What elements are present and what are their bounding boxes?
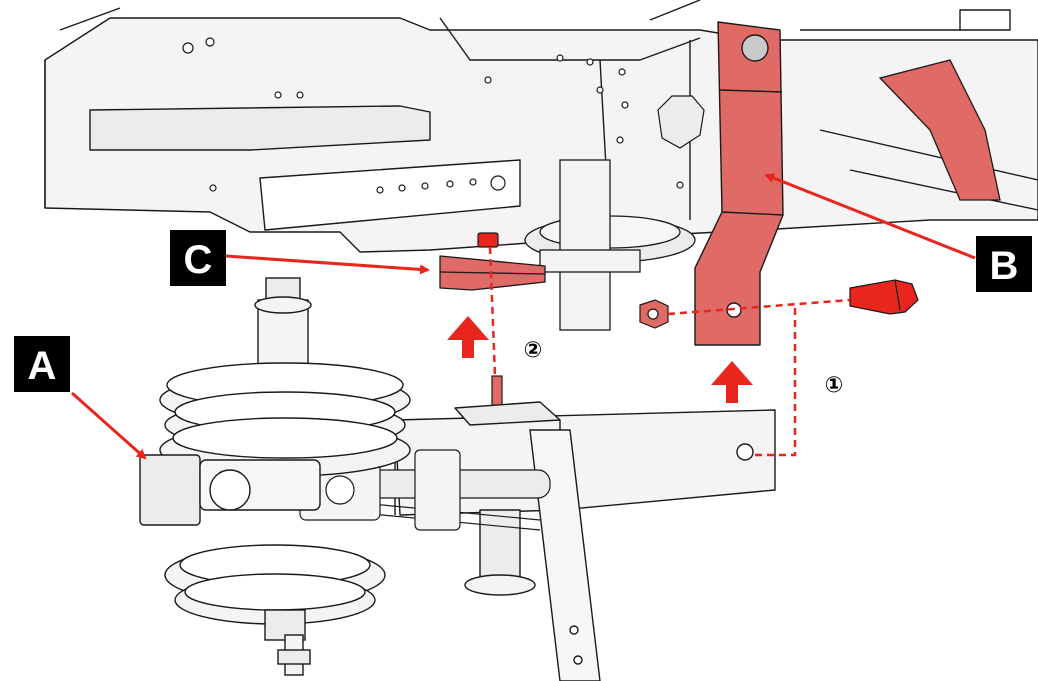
guide-lines [488,246,851,457]
callout-b: B [976,236,1032,292]
up-arrow-2 [447,316,489,358]
frame-holes [182,37,705,194]
upper-pulley [524,159,696,331]
callout-b-label: B [990,244,1019,288]
idler-arm [394,401,776,681]
pulley-a [139,277,411,676]
bracket-b [694,21,784,346]
plate-c [439,255,546,291]
callout-a-label: A [28,344,57,388]
callout-a: A [14,336,70,392]
leader-a [71,391,147,460]
leader-b [764,173,976,260]
guide-line-1a [667,298,851,316]
leader-c [225,254,430,275]
bolt-1 [639,279,919,329]
step-2-label: ② [524,338,543,363]
callout-c-label: C [184,238,213,282]
callout-leaders [71,173,976,460]
guide-line-2 [488,246,497,377]
callout-c: C [170,230,226,286]
guide-line-1b [752,308,797,457]
up-arrow-1 [711,361,753,403]
mower-frame [44,0,1038,253]
up-arrows [447,316,753,403]
frame-red-part [878,59,1001,201]
step-1-label: ① [825,373,844,398]
